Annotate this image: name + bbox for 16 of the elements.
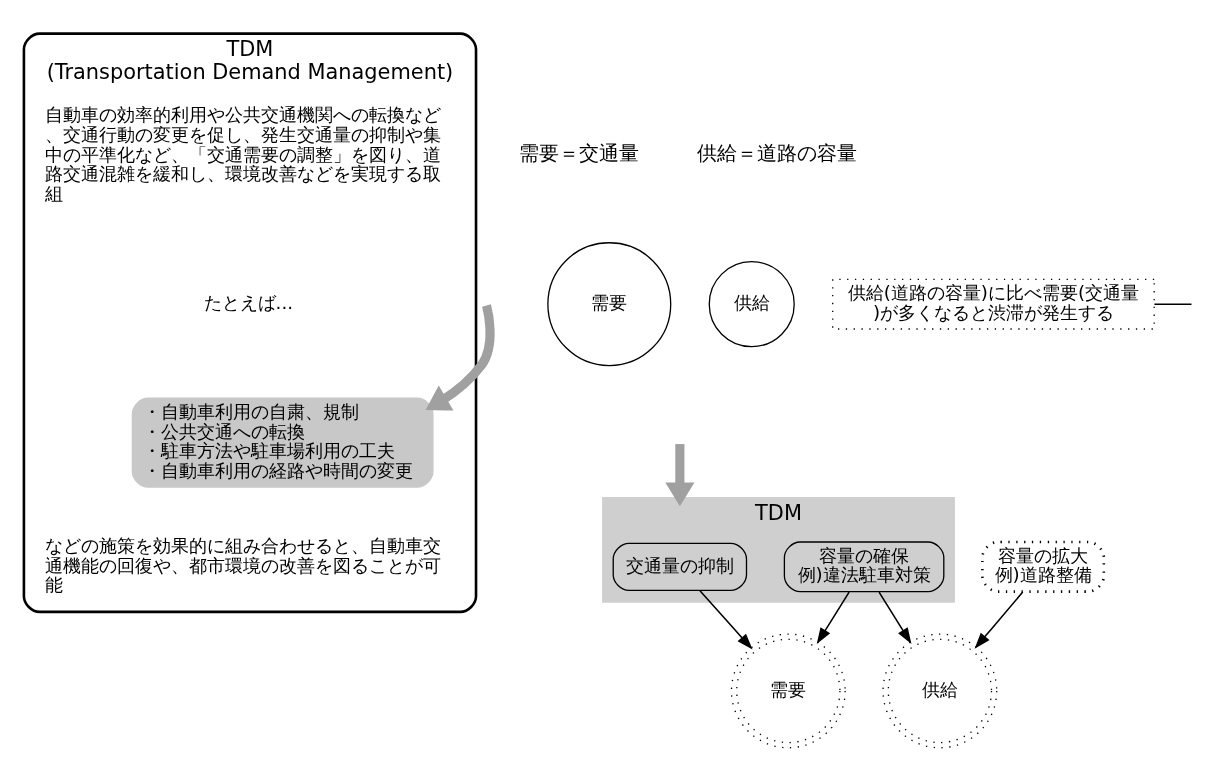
node-box: 容量の拡大 例)道路整備 <box>981 540 1106 593</box>
arrow <box>665 444 695 507</box>
node-circle: 供給 <box>708 261 795 348</box>
node-circle: 需要 <box>547 242 672 367</box>
label: 供給＝道路の容量 <box>696 142 857 166</box>
node-box: 容量の確保 例)違法駐車対策 <box>783 541 945 593</box>
node-box: 供給(道路の容量)に比べ需要(交通量)が多くなると渋滞が発生する <box>832 278 1155 330</box>
label: 需要＝交通量 <box>519 142 640 166</box>
arrow <box>878 591 912 645</box>
node-box: ・自動車利用の自粛、規制 ・公共交通への転換 ・駐車方法や駐車場利用の工夫 ・自動車利用の経路や時間の変更 <box>131 397 434 488</box>
node-box: 交通量の抑制 <box>612 542 748 591</box>
arrow <box>698 589 753 650</box>
arrow <box>816 591 850 645</box>
connector <box>1153 303 1193 305</box>
arrow <box>974 591 1024 649</box>
arrow <box>425 304 495 411</box>
